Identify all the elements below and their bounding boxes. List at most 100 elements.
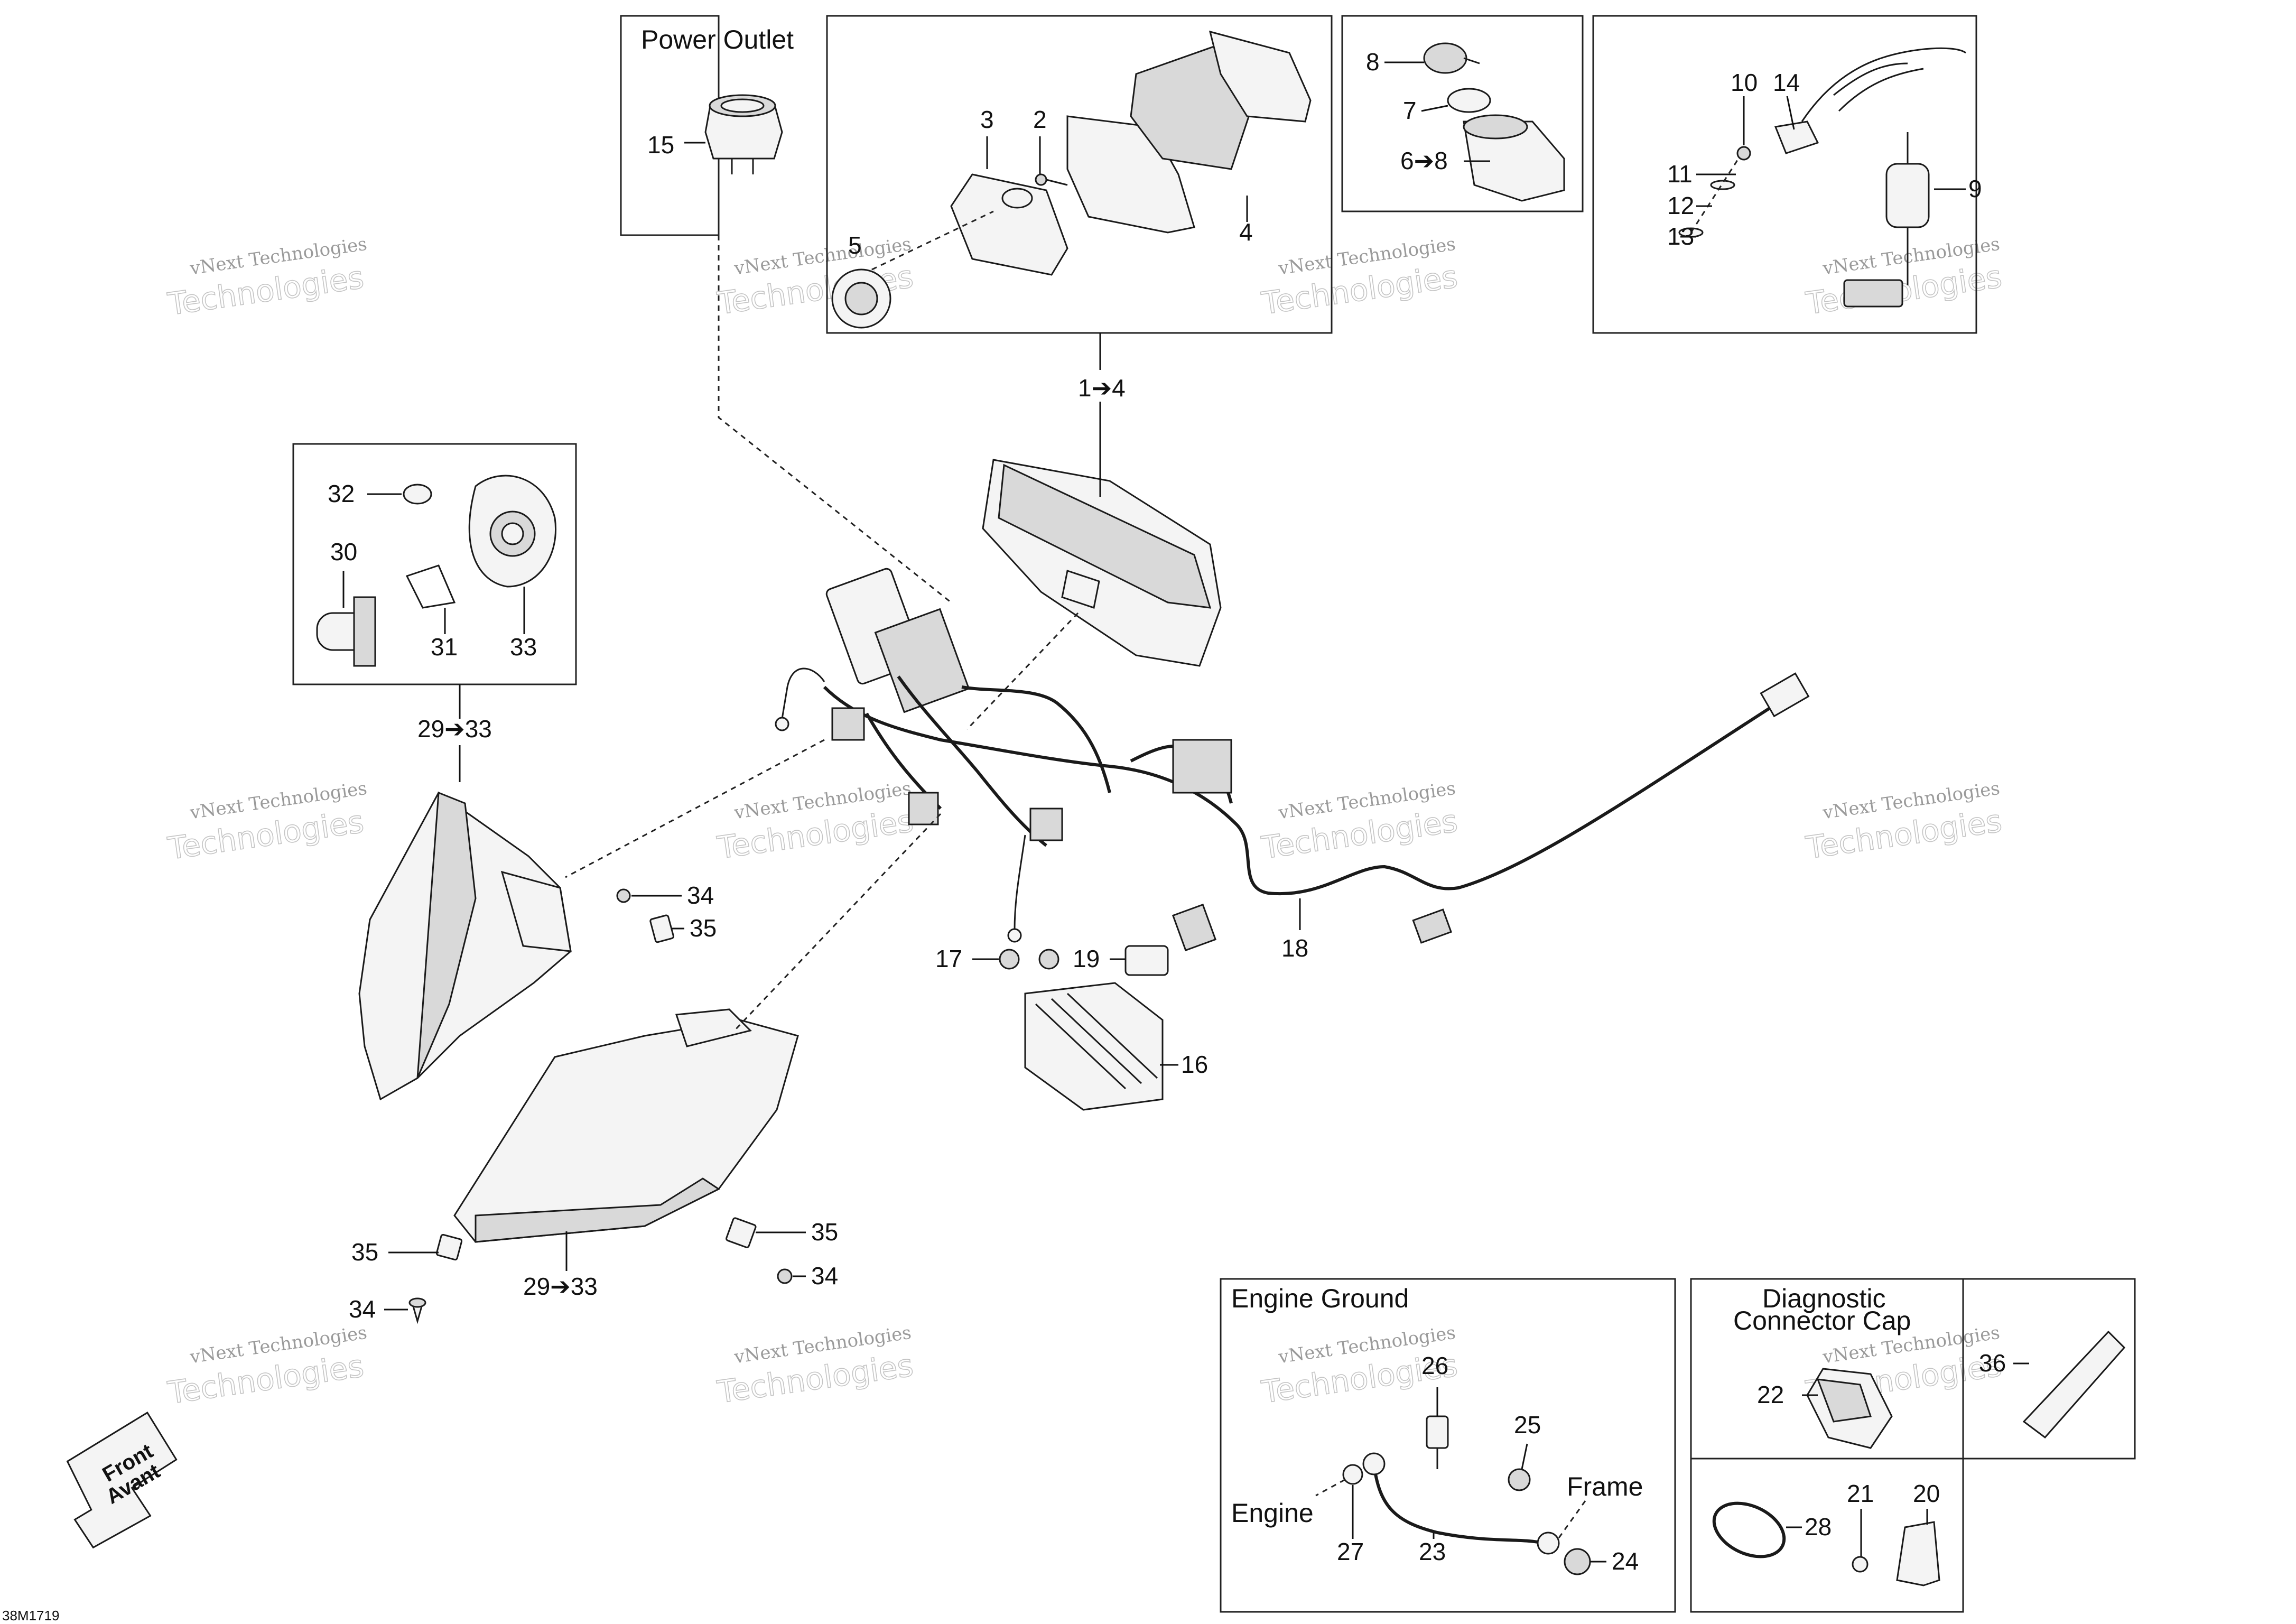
screw-34-left	[408, 1297, 426, 1324]
ground-bolt-26	[1426, 1415, 1449, 1469]
gauge-housing-part	[1066, 30, 1312, 234]
engine-ground-title: Engine Ground	[1231, 1284, 1409, 1313]
gauge-decal-part	[831, 268, 891, 329]
leader-14	[1786, 96, 1795, 130]
callout-35-right: 35	[811, 1218, 838, 1246]
callout-34-upper: 34	[687, 881, 714, 909]
callout-30: 30	[330, 538, 357, 565]
callout-29-33-lower: 29➔33	[523, 1273, 598, 1300]
callout-3: 3	[980, 106, 994, 133]
watermark-9: Technologies vNext Technologies	[165, 1322, 368, 1412]
part-36-box	[1962, 1278, 2136, 1460]
callout-2: 2	[1033, 106, 1047, 133]
callout-29-33-upper: 29➔33	[417, 715, 492, 743]
gauge-bezel-part	[950, 173, 1068, 276]
leader-7	[1421, 105, 1448, 112]
callout-11: 11	[1667, 160, 1693, 188]
callout-19: 19	[1073, 945, 1100, 972]
label-engine: Engine	[1231, 1498, 1314, 1528]
bulb-socket-cover-part	[403, 484, 432, 505]
callout-4: 4	[1239, 218, 1253, 246]
callout-32: 32	[328, 480, 355, 507]
screw-34-right	[777, 1268, 793, 1284]
nut-34-upper	[616, 888, 631, 903]
ground-nut-25	[1508, 1468, 1531, 1491]
callout-20: 20	[1913, 1480, 1940, 1507]
bracket-20-part	[1896, 1521, 1940, 1586]
front-direction-arrow: Front Avant	[66, 1411, 178, 1549]
clip-35-left	[435, 1233, 463, 1261]
watermark-5: Technologies vNext Technologies	[165, 778, 368, 867]
right-headlight-part	[453, 1008, 799, 1243]
callout-6-8: 6➔8	[1400, 147, 1448, 174]
dash-frame	[1558, 1500, 1586, 1538]
callout-9: 9	[1968, 175, 1982, 202]
diagnostic-title-line1: Diagnostic	[1762, 1284, 1885, 1313]
part-20-28-box	[1690, 1458, 1964, 1613]
watermark-7: Technologies vNext Technologies	[1259, 778, 1460, 866]
dash-engine	[1315, 1479, 1345, 1497]
cable-tie-28-part	[1712, 1501, 1786, 1558]
callout-36: 36	[1979, 1349, 2006, 1377]
callout-24: 24	[1612, 1547, 1639, 1575]
callout-16: 16	[1181, 1051, 1208, 1078]
main-gauge-cluster-part	[982, 459, 1222, 667]
clip-35-right	[726, 1217, 757, 1248]
switch-detail-box	[1341, 15, 1584, 212]
callout-33: 33	[510, 633, 537, 661]
power-outlet-part	[704, 94, 783, 174]
callout-12: 12	[1667, 192, 1694, 219]
watermark-6: Technologies vNext Technologies	[714, 778, 916, 866]
watermark-1: Technologies vNext Technologies	[165, 234, 368, 323]
callout-10: 10	[1731, 69, 1758, 96]
reference-code: 38M1719	[2, 1608, 59, 1623]
sensor-body-part	[1843, 132, 1930, 308]
callout-31: 31	[431, 633, 458, 661]
callout-25: 25	[1514, 1411, 1541, 1439]
callout-21: 21	[1847, 1480, 1874, 1507]
switch-knob-part	[1423, 42, 1480, 74]
callout-5: 5	[848, 231, 862, 259]
callout-18: 18	[1281, 934, 1308, 962]
callout-35-upper: 35	[690, 914, 717, 942]
callout-22: 22	[1757, 1381, 1784, 1408]
callout-1-4: 1➔4	[1078, 374, 1126, 402]
callout-8: 8	[1366, 48, 1380, 76]
connector-19-part	[1124, 945, 1169, 976]
diagnostic-title-line2: Connector Cap	[1733, 1306, 1911, 1335]
bulb-part	[316, 596, 376, 667]
engine-ground-box	[1220, 1278, 1676, 1613]
callout-27: 27	[1337, 1538, 1364, 1565]
callout-17: 17	[935, 945, 962, 972]
watermark-10: Technologies vNext Technologies	[714, 1322, 916, 1410]
callout-34-right: 34	[811, 1262, 838, 1289]
wiring-harness-part	[775, 568, 1810, 952]
nut-17-a	[999, 949, 1020, 970]
left-headlight-part	[358, 791, 572, 1101]
dash-gauge-cluster	[966, 612, 1079, 730]
callout-23: 23	[1419, 1538, 1446, 1565]
clip-21-part	[1852, 1556, 1869, 1573]
callout-14: 14	[1773, 69, 1800, 96]
dash-left-headlight	[565, 739, 825, 878]
power-outlet-title: Power Outlet	[641, 25, 794, 54]
headlight-bulb-box	[292, 443, 577, 685]
diagnostic-cap-part	[1806, 1368, 1893, 1449]
label-frame: Frame	[1567, 1472, 1643, 1501]
nut-17-b	[1038, 949, 1059, 970]
ground-strap-part	[1362, 1452, 1560, 1555]
gauge-screw-part	[1035, 173, 1068, 186]
callout-13: 13	[1667, 222, 1694, 250]
ground-washer-24	[1564, 1548, 1591, 1575]
callout-34-left: 34	[349, 1295, 376, 1323]
dash-5	[871, 210, 994, 271]
callout-7: 7	[1403, 97, 1417, 124]
watermark-3: Technologies vNext Technologies	[1259, 234, 1460, 322]
sensor-coil-wire	[1801, 47, 1966, 122]
callout-15: 15	[647, 131, 674, 159]
callout-35-left: 35	[351, 1238, 378, 1266]
clip-35-upper	[649, 914, 674, 943]
sensor-connector-part	[1774, 120, 1819, 154]
leader-25	[1521, 1443, 1528, 1470]
